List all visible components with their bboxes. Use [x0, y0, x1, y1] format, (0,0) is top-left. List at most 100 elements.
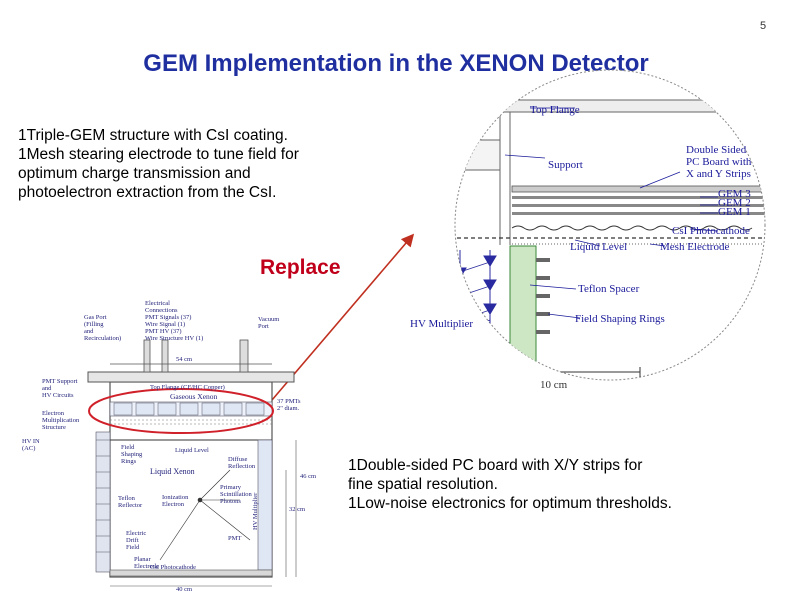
label-event-line: Electrode — [134, 563, 159, 570]
label-field-rings-line: Field — [121, 444, 135, 451]
label-gems: GEM 3 GEM 2 GEM 1 — [718, 188, 751, 218]
label-width-top: 54 cm — [176, 356, 193, 363]
support-shape — [455, 139, 501, 171]
bullets-top: 1Triple-GEM structure with CsI coating. … — [18, 126, 299, 202]
label-teflon-left: Teflon Reflector — [118, 495, 142, 509]
bullet-text: 1Mesh stearing electrode to tune field f… — [18, 146, 299, 163]
label-event-line: Electric — [126, 530, 147, 537]
label-liquid-level: Liquid Level — [570, 241, 628, 253]
label-height-1: 46 cm — [300, 473, 317, 480]
label-gem1: GEM 1 — [718, 206, 751, 218]
label-drift-field: Electric Drift Field — [126, 530, 146, 551]
label-support: Support — [548, 159, 583, 171]
label-electrical: Electrical Connections PMT Signals (37) … — [145, 300, 203, 342]
label-height-2: 32 cm — [289, 506, 306, 513]
label-pc-board: Double Sided PC Board with X and Y Strip… — [686, 144, 751, 180]
page-number: 5 — [760, 20, 767, 32]
label-event-line: Diffuse — [228, 456, 248, 463]
label-event-line: Planar — [134, 556, 151, 563]
label-gem3: GEM 3 — [718, 188, 751, 200]
field-shaping-stack — [95, 431, 111, 573]
label-mesh: Mesh Electrode — [660, 241, 730, 253]
label-primary: Primary Scintillation Photons — [220, 484, 252, 505]
label-csi: CsI Photocathode — [672, 225, 750, 237]
label-event-line: Drift — [126, 537, 139, 544]
label-teflon-line: Reflector — [118, 502, 143, 509]
gem1-shape — [512, 212, 765, 215]
label-electrical-line: Connections — [145, 307, 178, 314]
label-diffuse: Diffuse Reflection — [228, 456, 255, 470]
zoom-arrow — [271, 233, 415, 401]
label-field-rings-line: Rings — [121, 458, 137, 465]
label-hv-multiplier: HV Multiplier — [410, 318, 474, 330]
event-sketch — [159, 469, 251, 561]
label-teflon-line: Teflon — [118, 495, 135, 502]
label-ionization: Ionization Electron — [162, 494, 188, 508]
detector-cross-section — [87, 339, 297, 587]
bullet-text: 1Double-sided PC board with X/Y strips f… — [348, 457, 643, 474]
label-pmts-line: 37 PMTs — [277, 398, 301, 405]
label-pc-board-line: Double Sided — [686, 144, 747, 156]
label-top-flange: Top Flange — [530, 104, 580, 116]
label-teflon: Teflon Spacer — [578, 283, 640, 295]
gem2-shape — [512, 204, 765, 207]
label-vacuum-port: Vacuum Port — [258, 316, 279, 330]
label-electron-mult-line: Multiplication — [42, 417, 80, 424]
bullets-bottom: 1Double-sided PC board with X/Y strips f… — [348, 456, 672, 513]
highlight-ellipse — [88, 388, 274, 434]
label-csi-left: CsI Photocathode — [150, 564, 197, 571]
label-event-line: Photons — [220, 498, 241, 505]
label-field-rings: Field Shaping Rings — [575, 313, 665, 325]
pc-board-shape — [511, 185, 765, 193]
replace-label: Replace — [260, 256, 341, 279]
label-liquid-level-left: Liquid Level — [175, 447, 209, 454]
label-electrical-line: PMT HV (37) — [145, 328, 182, 335]
label-field-rings-line: Shaping — [121, 451, 143, 458]
label-pmts: 37 PMTs 2" diam. — [277, 398, 301, 412]
label-event-line: Scintillation — [220, 491, 252, 498]
label-liquid-xenon: Liquid Xenon — [150, 467, 195, 476]
label-electron-mult-line: Structure — [42, 424, 66, 431]
label-gas-port: Gas Port (Filling and Recirculation) — [84, 314, 121, 342]
label-width-bottom: 40 cm — [176, 586, 193, 593]
gem3-shape — [512, 196, 765, 199]
label-pmt-support: PMT Support and HV Circuits — [42, 378, 77, 399]
bullet-text: 1Low-noise electronics for optimum thres… — [348, 495, 672, 512]
label-hv-in-line: HV IN — [22, 438, 40, 445]
csi-plate — [109, 569, 273, 577]
label-event-line: Reflection — [228, 463, 256, 470]
label-electron-mult: Electron Multiplication Structure — [42, 410, 79, 431]
label-event-line: Primary — [220, 484, 241, 491]
label-gem2: GEM 2 — [718, 197, 751, 209]
hv-multiplier-stack — [257, 439, 273, 571]
pmt-array — [109, 401, 273, 417]
label-gas-port-line: (Filling — [84, 321, 104, 328]
label-pc-board-line: X and Y Strips — [686, 168, 751, 180]
label-pmt-support-line: PMT Support — [42, 378, 78, 385]
bullet-text: optimum charge transmission and — [18, 165, 251, 182]
label-vacuum-port-line: Port — [258, 323, 269, 330]
label-top-flange-plate: Top Flange (CF/HC Copper) — [150, 384, 225, 391]
label-electrical-line: Electrical — [145, 300, 170, 307]
field-rings-shape — [536, 258, 550, 334]
label-planar: Planar Electrode — [134, 556, 159, 570]
label-event-line: Ionization — [162, 494, 189, 501]
label-pmts-line: 2" diam. — [277, 405, 300, 412]
label-gas-port-line: Recirculation) — [84, 335, 122, 342]
zoom-detail-diagram — [454, 69, 766, 381]
top-flange-shape — [455, 99, 765, 113]
label-pc-board-line: PC Board with — [686, 156, 752, 168]
label-hv-in: HV IN (AC) — [22, 438, 40, 452]
label-hv-multiplier-left: HV Multiplier — [252, 492, 259, 530]
label-electron-mult-line: Electron — [42, 410, 65, 417]
label-pmt-support-line: HV Circuits — [42, 392, 74, 399]
label-pmt: PMT — [228, 535, 242, 542]
label-gas-port-line: Gas Port — [84, 314, 107, 321]
csi-photocathode-shape — [511, 225, 753, 231]
label-electrical-line: Wire Signal (1) — [145, 321, 186, 328]
label-gaseous-xenon: Gaseous Xenon — [170, 392, 218, 401]
label-electrical-line: Wire Structure HV (1) — [145, 335, 204, 342]
teflon-spacer-shape — [509, 245, 537, 367]
label-hv-in-line: (AC) — [22, 445, 36, 452]
